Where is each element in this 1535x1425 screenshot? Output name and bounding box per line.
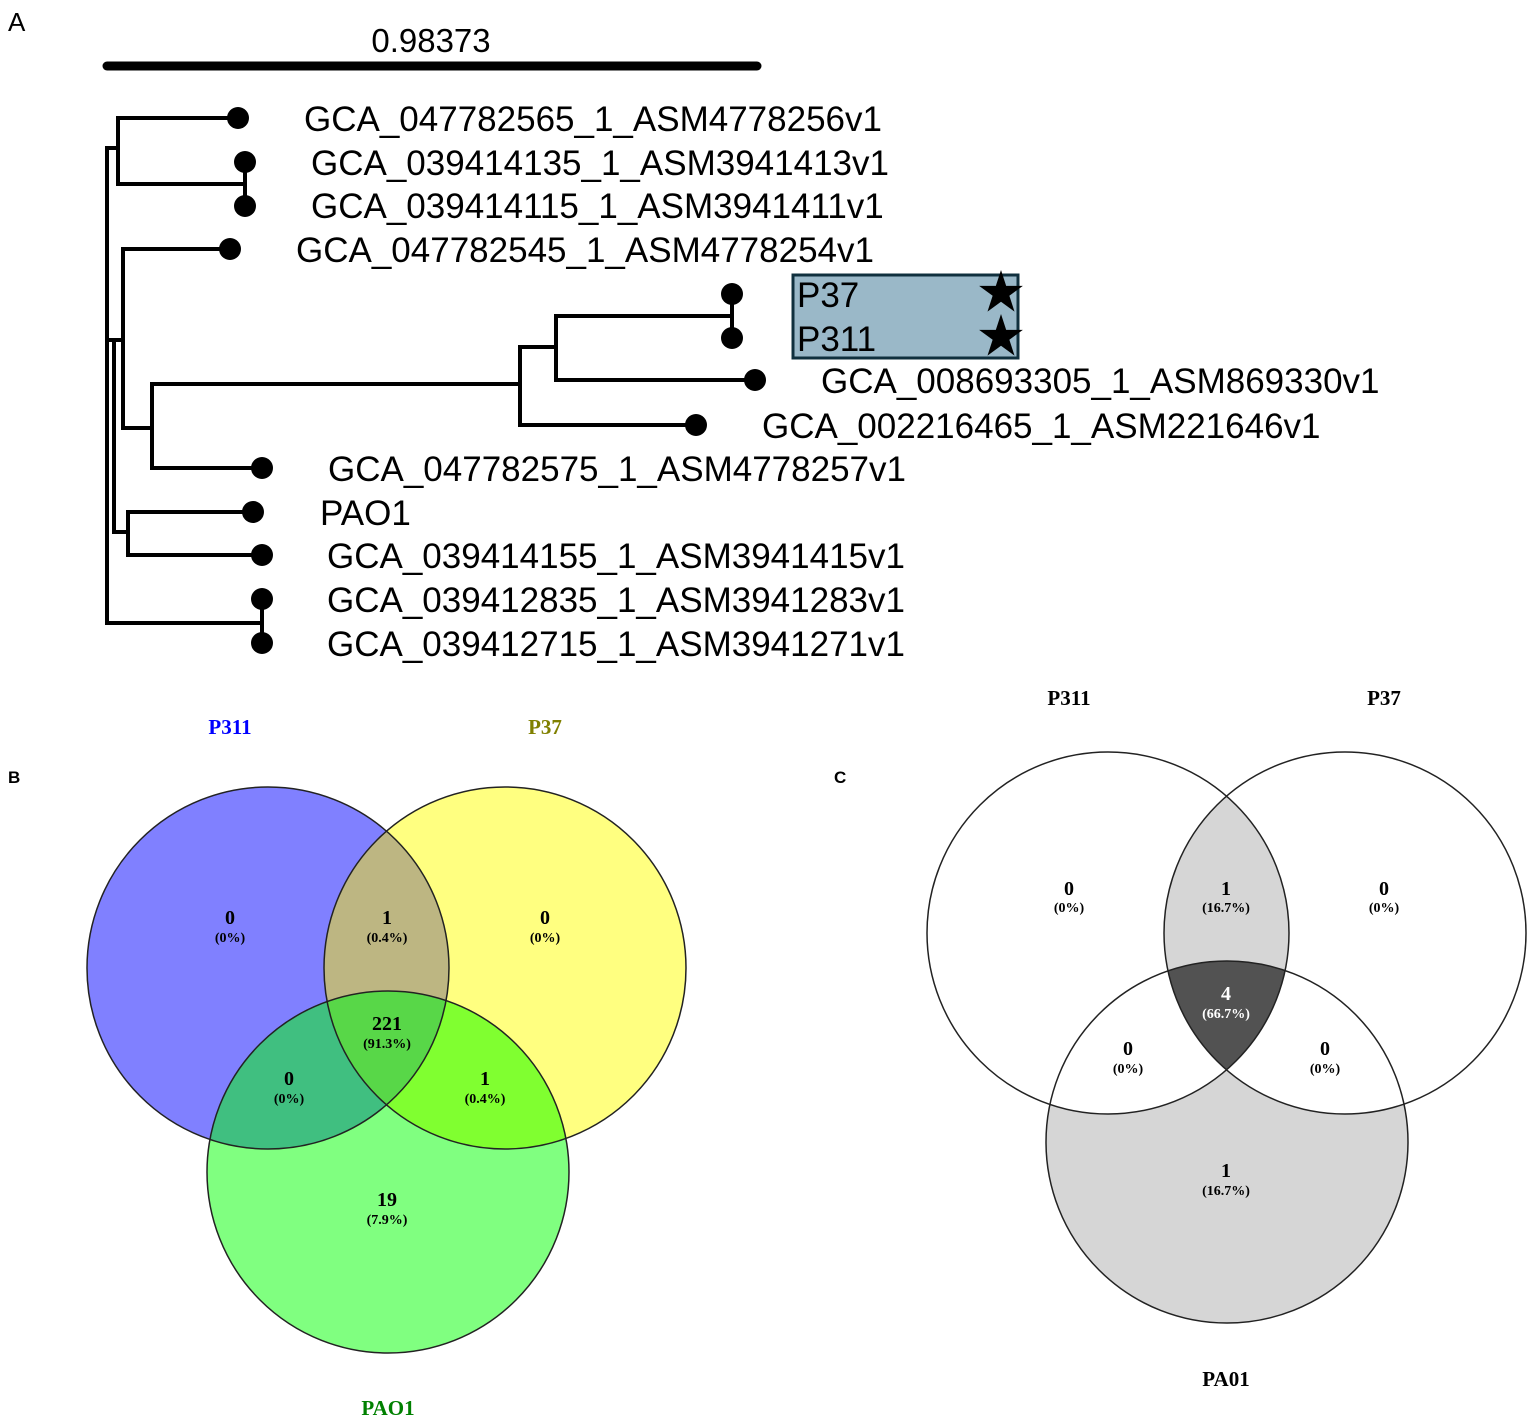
region-count: 0	[284, 1068, 294, 1090]
tip-node	[721, 327, 743, 349]
leaf-label: GCA_008693305_1_ASM869330v1	[821, 362, 1380, 401]
venn-b-set-label: P37	[528, 715, 562, 739]
venn-c-region-labels: 0 (0%) 1 (16.7%) 0 (0%) 4 (66.7%) 0 (0%)…	[1054, 878, 1400, 1199]
panel-label-a: A	[8, 7, 26, 37]
leaf-label-highlighted: P311	[797, 320, 876, 359]
tip-node	[251, 544, 273, 566]
region-percent: (0%)	[1054, 901, 1085, 916]
panel-a: A 0.98373	[8, 7, 1380, 664]
tree-leaf-labels: GCA_047782565_1_ASM4778256v1 GCA_0394141…	[296, 100, 1380, 664]
leaf-label: GCA_039414135_1_ASM3941413v1	[311, 144, 889, 183]
tree-scale-bar: 0.98373	[102, 22, 762, 71]
venn-b-overlap-all	[324, 991, 449, 1149]
region-percent: (0%)	[1369, 901, 1400, 916]
tip-node	[234, 195, 256, 217]
region-count: 221	[372, 1013, 402, 1035]
panel-c: C P311 P37 PA01 0 (0%) 1 (16.7%)	[834, 686, 1527, 1391]
leaf-label-highlighted: P37	[797, 276, 859, 315]
venn-b-outline	[323, 786, 687, 1150]
region-percent: (0%)	[274, 1092, 305, 1107]
region-percent: (0%)	[1310, 1062, 1341, 1077]
tip-node	[251, 588, 273, 610]
region-count: 1	[1221, 878, 1231, 900]
venn-c-overlap-all	[1164, 961, 1289, 1114]
tip-node	[234, 151, 256, 173]
tip-node	[721, 283, 743, 305]
region-count: 0	[1379, 878, 1389, 900]
leaf-label: GCA_002216465_1_ASM221646v1	[762, 407, 1321, 446]
region-percent: (66.7%)	[1202, 1007, 1250, 1022]
tip-node	[251, 457, 273, 479]
region-count: 1	[1221, 1160, 1231, 1182]
venn-c-overlap-p311-pa01	[1046, 961, 1289, 1114]
venn-c-outline	[1163, 751, 1527, 1115]
venn-c-circles	[926, 751, 1527, 1324]
region-percent: (91.3%)	[363, 1037, 411, 1052]
region-count: 0	[1320, 1038, 1330, 1060]
venn-b-set-label: PAO1	[361, 1396, 414, 1420]
region-count: 19	[377, 1189, 397, 1211]
region-percent: (0.4%)	[367, 931, 408, 946]
region-percent: (16.7%)	[1202, 901, 1250, 916]
venn-c-set-label: PA01	[1202, 1367, 1249, 1391]
region-percent: (0.4%)	[465, 1092, 506, 1107]
tip-node	[219, 238, 241, 260]
region-percent: (16.7%)	[1202, 1184, 1250, 1199]
tip-node	[227, 107, 249, 129]
leaf-label: GCA_047782565_1_ASM4778256v1	[304, 100, 882, 139]
region-count: 0	[1123, 1038, 1133, 1060]
leaf-label: GCA_039412835_1_ASM3941283v1	[327, 581, 905, 620]
venn-b-set-label: P311	[208, 715, 251, 739]
tip-node	[685, 414, 707, 436]
region-count: 1	[382, 907, 392, 929]
venn-c-outline	[926, 751, 1290, 1115]
tree-tips	[219, 107, 766, 654]
region-count: 0	[225, 907, 235, 929]
region-percent: (0%)	[530, 931, 561, 946]
tip-node	[744, 369, 766, 391]
venn-b-overlap-p37-pao1	[324, 991, 569, 1149]
tip-node	[251, 632, 273, 654]
venn-b-region-labels: 0 (0%) 1 (0.4%) 0 (0%) 221 (91.3%) 0 (0%…	[215, 907, 561, 1228]
venn-c-set-label: P37	[1367, 686, 1401, 710]
scale-bar-label: 0.98373	[371, 22, 490, 59]
highlight-box	[791, 273, 1020, 360]
panel-label-b: B	[8, 768, 20, 787]
tip-node	[242, 501, 264, 523]
region-percent: (7.9%)	[367, 1213, 408, 1228]
leaf-label: GCA_039414115_1_ASM3941411v1	[311, 187, 884, 226]
leaf-label: PAO1	[320, 494, 411, 533]
venn-b-circles	[86, 786, 687, 1354]
panel-label-c: C	[834, 768, 846, 787]
region-count: 0	[540, 907, 550, 929]
leaf-label: GCA_039412715_1_ASM3941271v1	[327, 625, 905, 664]
leaf-label: GCA_047782575_1_ASM4778257v1	[328, 450, 906, 489]
venn-c-overlap-p37-pa01	[1164, 961, 1408, 1114]
region-count: 4	[1221, 983, 1231, 1005]
venn-c-outline	[1045, 960, 1409, 1324]
leaf-label: GCA_047782545_1_ASM4778254v1	[296, 231, 874, 270]
venn-b-overlap-p311-pao1	[207, 991, 449, 1149]
region-count: 0	[1064, 878, 1074, 900]
leaf-label: GCA_039414155_1_ASM3941415v1	[327, 537, 905, 576]
region-percent: (0%)	[215, 931, 246, 946]
region-count: 1	[480, 1068, 490, 1090]
venn-b-outline	[86, 786, 450, 1150]
panel-b: B P311 P37 PAO1 0 (0%) 1 (0.4%) 0	[8, 715, 687, 1420]
venn-c-set-label: P311	[1047, 686, 1090, 710]
region-percent: (0%)	[1113, 1062, 1144, 1077]
venn-b-outline	[206, 990, 570, 1354]
